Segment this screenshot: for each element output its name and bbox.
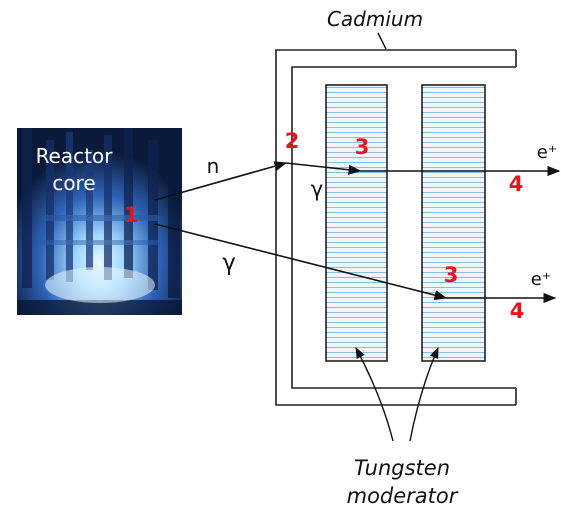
- marker-conversion-top: 3: [355, 135, 370, 159]
- positron-label-bottom: e⁺: [531, 269, 552, 290]
- marker-emission-bottom: 4: [510, 299, 525, 323]
- core-gamma-track: [155, 224, 446, 298]
- tungsten-plate-right: [422, 85, 485, 361]
- cadmium-pointer: [378, 33, 386, 49]
- tungsten-label-line2: moderator: [347, 484, 459, 508]
- moderator-pointer-right: [410, 348, 438, 441]
- reactor-core-image: Reactor core: [17, 128, 182, 315]
- marker-emission-top: 4: [509, 172, 524, 196]
- tungsten-plate-left: [326, 85, 387, 361]
- marker-core: 1: [124, 203, 139, 227]
- marker-cadmium-hit: 2: [285, 129, 300, 153]
- reactor-core-label-line1: Reactor: [36, 144, 114, 168]
- core-gamma-label: γ: [222, 250, 236, 276]
- positron-label-top: e⁺: [537, 142, 558, 163]
- moderator-pointer-left: [356, 348, 393, 441]
- cadmium-gamma-label: γ: [311, 177, 323, 201]
- tungsten-label-line1: Tungsten: [354, 456, 450, 480]
- marker-conversion-bottom: 3: [444, 263, 459, 287]
- neutron-label: n: [207, 154, 220, 178]
- cadmium-label: Cadmium: [327, 7, 423, 31]
- reactor-core-label-line2: core: [52, 171, 95, 195]
